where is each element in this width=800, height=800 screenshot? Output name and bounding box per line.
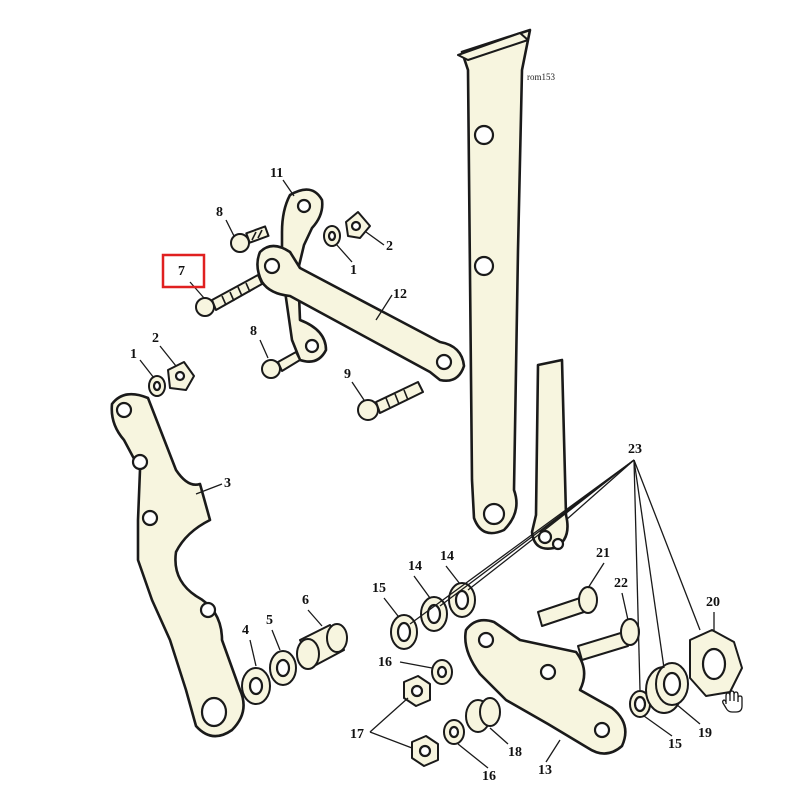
callout-11: 11 [270,166,283,181]
callout-15-bottom: 15 [668,737,682,752]
spacer-6 [296,623,348,670]
callout-16-bottom: 16 [482,769,496,784]
callout-21: 21 [596,546,610,561]
screw-7 [195,274,263,317]
bolt-21 [537,586,598,627]
shift-rod [530,358,569,551]
callout-18: 18 [508,745,522,760]
callout-4: 4 [242,623,249,638]
callout-16-top: 16 [378,655,392,670]
callout-8-lower: 8 [250,324,257,339]
callout-1-left: 1 [130,347,137,362]
lever-13 [464,618,627,755]
leader-lines [139,179,715,769]
screw-8-top [230,225,270,253]
callout-15-top: 15 [372,581,386,596]
callout-labels: 11 8 2 1 7 12 8 2 1 9 3 23 14 14 21 15 2… [130,166,720,784]
callout-3: 3 [224,476,231,491]
bracket-11 [280,188,328,363]
callout-6: 6 [302,593,309,608]
screw-8-lower [261,351,301,379]
reference-code: rom153 [527,72,555,82]
callout-14-left: 14 [408,559,422,574]
washers-14-15 [390,582,476,650]
callout-9: 9 [344,367,351,382]
callout-7: 7 [178,264,185,279]
hand-cursor-icon [722,690,743,713]
spacer-18 [465,697,501,733]
screw-9 [357,381,424,421]
callout-7-highlight-box [161,253,206,289]
bolt-22 [577,618,640,661]
washer-nut-left [148,361,195,397]
callout-19: 19 [698,726,712,741]
nut-20 [689,629,743,697]
callout-13: 13 [538,763,552,778]
washer-4 [241,667,271,705]
callout-17: 17 [350,727,364,742]
callout-5: 5 [266,613,273,628]
washer-16-bottom [443,719,465,745]
nuts-17 [403,675,439,767]
callout-2-top: 2 [386,239,393,254]
callout-2-left: 2 [152,331,159,346]
bushing-19 [645,662,689,714]
callout-23: 23 [628,442,642,457]
washer-5 [269,650,297,686]
callout-14-right: 14 [440,549,454,564]
bracket-3 [110,392,245,738]
washer-nut-top [323,211,371,247]
callout-12: 12 [393,287,407,302]
callout-1-top: 1 [350,263,357,278]
callout-22: 22 [614,576,628,591]
callout-8-top: 8 [216,205,223,220]
callout-20: 20 [706,595,720,610]
washer-16-top [431,659,453,685]
tall-lever: rom153 [457,28,555,535]
